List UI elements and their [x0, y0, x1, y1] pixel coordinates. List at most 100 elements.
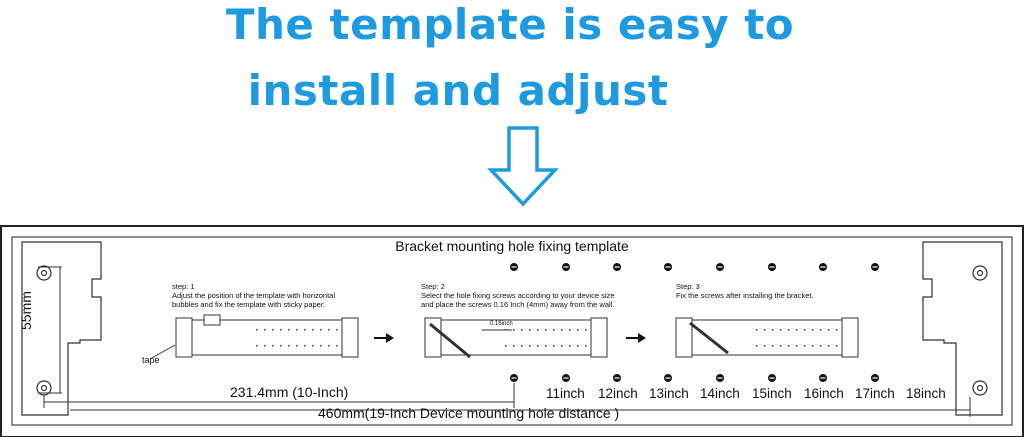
mini-hole-dot [264, 329, 266, 331]
mini-hole-dot [812, 345, 814, 347]
step-3-body: Fix the screws after installing the brac… [676, 291, 814, 300]
mini-hole-dot [772, 345, 774, 347]
mini-hole-dot [569, 345, 571, 347]
step1-illustration [149, 314, 359, 360]
mini-hole-dot [585, 329, 587, 331]
height-dimension-label: 55mm [18, 291, 34, 330]
tape-label: tape [142, 355, 160, 365]
screw-hole-slot [614, 266, 620, 268]
mini-hole-dot [836, 345, 838, 347]
mini-hole-dot [264, 345, 266, 347]
mini-hole-dot [272, 329, 274, 331]
mini-hole-dot [505, 345, 507, 347]
full-width-dimension-label: 460mm(19-Inch Device mounting hole dista… [318, 405, 620, 421]
step-2-heading: Step: 2 [421, 282, 445, 291]
down-arrow-icon [487, 126, 559, 207]
half-width-dimension-label: 231.4mm (10-Inch) [230, 384, 349, 400]
mini-hole-dot [780, 345, 782, 347]
mini-hole-dot [577, 329, 579, 331]
mini-hole-dot [828, 329, 830, 331]
mini-hole-dot [569, 329, 571, 331]
headline-line-1: The template is easy to [225, 0, 795, 49]
screw-hole-slot [769, 266, 775, 268]
mini-hole-dot [796, 345, 798, 347]
step-1-heading: step: 1 [172, 282, 195, 291]
mini-hole-dot [328, 345, 330, 347]
mini-hole-dot [312, 345, 314, 347]
right-bracket [922, 241, 1003, 416]
mini-hole-dot [513, 329, 515, 331]
step-2-text: Step: 2 Select the hole fixing screws ac… [421, 282, 617, 309]
step-3-text: Step: 3 Fix the screws after installing … [676, 282, 876, 300]
step-3-heading: Step: 3 [676, 282, 700, 291]
step3-illustration [675, 317, 859, 358]
mini-hole-dot [788, 345, 790, 347]
mini-hole-dot [577, 345, 579, 347]
inch-label: 12inch [598, 386, 638, 401]
mounting-template-drawing [0, 225, 1024, 437]
mini-hole-dot [336, 345, 338, 347]
headline-line-2: install and adjust [247, 66, 669, 115]
inch-label: 13inch [649, 386, 689, 401]
screw-hole-slot [820, 266, 826, 268]
template-title: Bracket mounting hole fixing template [395, 238, 629, 254]
screw-hole-slot [511, 377, 517, 379]
mini-hole-dot [320, 345, 322, 347]
screw-hole-slot [820, 377, 826, 379]
inch-label: 17inch [855, 386, 895, 401]
screw-hole-slot [665, 266, 671, 268]
screw-hole-slot [563, 266, 569, 268]
mini-hole-dot [812, 329, 814, 331]
mini-hole-dot [561, 345, 563, 347]
screw-hole-slot [872, 377, 878, 379]
mini-hole-dot [772, 329, 774, 331]
inch-label: 16inch [804, 386, 844, 401]
mini-hole-dot [296, 345, 298, 347]
inch-label: 18inch [906, 386, 946, 401]
screw-hole-slot [665, 377, 671, 379]
screw-gap-label: 0.16inch [490, 321, 513, 327]
mini-hole-dot [780, 329, 782, 331]
screw-hole-slot [717, 377, 723, 379]
mini-hole-dot [756, 345, 758, 347]
mini-hole-dot [553, 329, 555, 331]
mini-hole-dot [561, 329, 563, 331]
screw-hole-slot [511, 266, 517, 268]
mini-hole-dot [280, 345, 282, 347]
mini-hole-dot [836, 329, 838, 331]
mini-hole-dot [764, 345, 766, 347]
mini-hole-dot [336, 329, 338, 331]
mini-hole-dot [828, 345, 830, 347]
mini-hole-dot [545, 329, 547, 331]
step-2-body: Select the hole fixing screws according … [421, 291, 615, 309]
mini-hole-dot [505, 329, 507, 331]
mini-hole-dot [312, 329, 314, 331]
step-1-text: step: 1 Adjust the position of the templ… [172, 282, 352, 309]
mini-hole-dot [545, 345, 547, 347]
mini-hole-dot [288, 345, 290, 347]
step-arrows [374, 333, 646, 343]
inch-label: 14inch [700, 386, 740, 401]
mini-hole-dot [529, 329, 531, 331]
mini-hole-dot [304, 345, 306, 347]
screw-hole-slot [717, 266, 723, 268]
mini-hole-dot [521, 345, 523, 347]
mini-hole-dot [804, 329, 806, 331]
inch-label: 15inch [752, 386, 792, 401]
mini-hole-dot [764, 329, 766, 331]
screw-hole-slot [769, 377, 775, 379]
mini-hole-dot [820, 329, 822, 331]
mini-hole-dot [288, 329, 290, 331]
mini-hole-dot [788, 329, 790, 331]
screw-hole-slot [563, 377, 569, 379]
mini-hole-dot [537, 329, 539, 331]
mini-hole-dot [296, 329, 298, 331]
screw-hole-slot [872, 266, 878, 268]
mini-hole-dot [256, 329, 258, 331]
mini-hole-dot [320, 329, 322, 331]
mini-hole-dot [304, 329, 306, 331]
mini-hole-dot [537, 345, 539, 347]
mini-hole-rows [256, 329, 838, 347]
screw-holes [510, 263, 879, 382]
mini-hole-dot [820, 345, 822, 347]
